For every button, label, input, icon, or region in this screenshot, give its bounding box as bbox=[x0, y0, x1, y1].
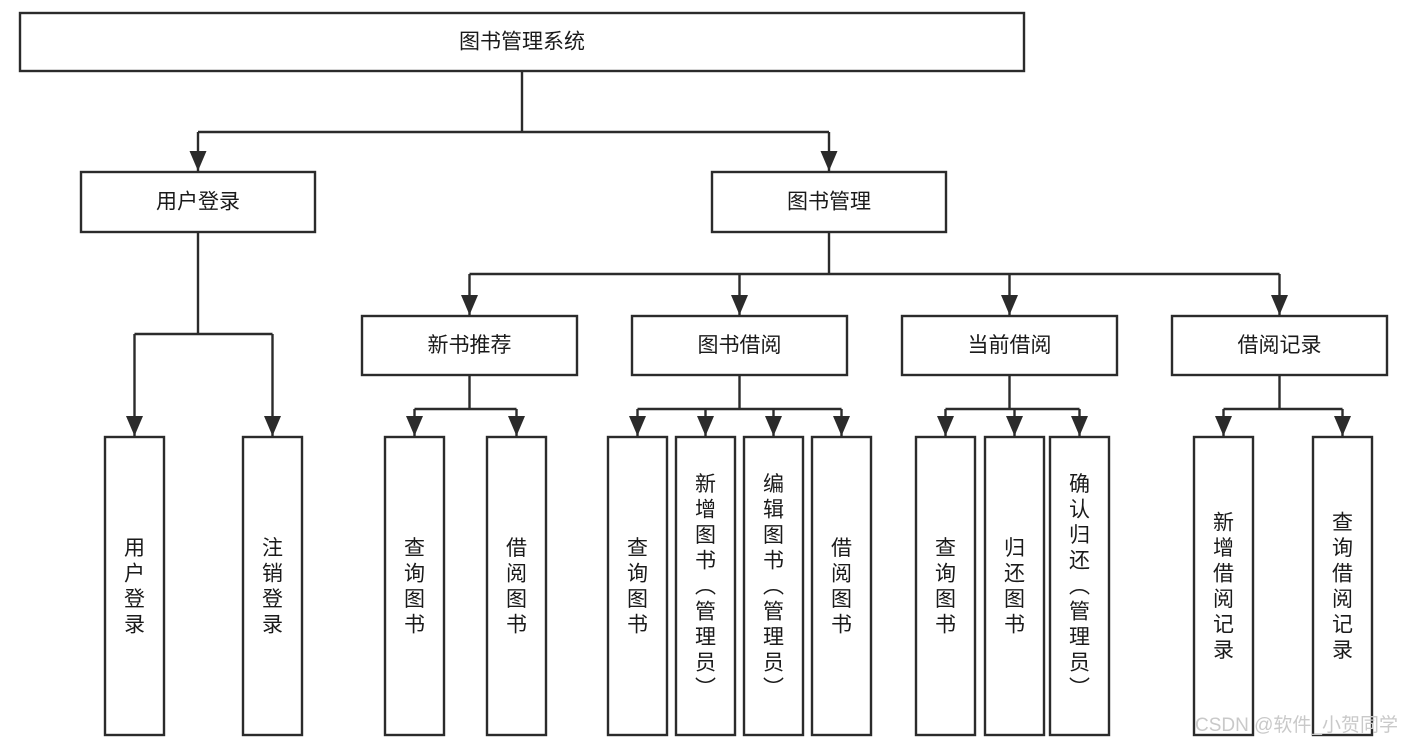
arrow-head-icon bbox=[1071, 416, 1088, 436]
node-rect[interactable] bbox=[1048, 435, 1111, 737]
node-label: 查询图书 bbox=[627, 537, 648, 637]
node-rect[interactable] bbox=[360, 314, 579, 377]
arrow-head-icon bbox=[1006, 416, 1023, 436]
arrow-head-icon bbox=[1001, 295, 1018, 315]
node-root-system[interactable]: 图书管理系统 bbox=[18, 11, 1026, 73]
watermark-label: CSDN @软件_小贺同学 bbox=[1195, 714, 1398, 736]
node-rect[interactable] bbox=[742, 435, 805, 737]
node-leaf-leaf-user-login[interactable]: 用户登录 bbox=[103, 435, 166, 737]
node-leaf-leaf-borrow-book[interactable]: 借阅图书 bbox=[810, 435, 873, 737]
node-level2-book-manage[interactable]: 图书管理 bbox=[710, 170, 948, 234]
node-rect[interactable] bbox=[1192, 435, 1255, 737]
arrow-head-icon bbox=[126, 416, 143, 436]
node-leaf-leaf-edit-book-admin[interactable]: 编辑图书︵管理员︶ bbox=[742, 435, 805, 737]
node-leaf-leaf-query-book-borrow[interactable]: 查询图书 bbox=[606, 435, 669, 737]
node-leaf-leaf-return-book[interactable]: 归还图书 bbox=[983, 435, 1046, 737]
node-rect[interactable] bbox=[18, 11, 1026, 73]
node-rect[interactable] bbox=[241, 435, 304, 737]
node-rect[interactable] bbox=[79, 170, 317, 234]
node-label: 当前借阅 bbox=[968, 334, 1052, 357]
node-label: 查询图书 bbox=[935, 537, 956, 637]
node-rect[interactable] bbox=[103, 435, 166, 737]
node-label: 查询图书 bbox=[404, 537, 425, 637]
node-rect[interactable] bbox=[383, 435, 446, 737]
arrow-head-icon bbox=[508, 416, 525, 436]
node-label: 借阅图书 bbox=[506, 537, 527, 637]
arrow-head-icon bbox=[1215, 416, 1232, 436]
node-label: 借阅图书 bbox=[831, 537, 852, 637]
node-leaf-leaf-logout-login[interactable]: 注销登录 bbox=[241, 435, 304, 737]
arrow-head-icon bbox=[629, 416, 646, 436]
arrow-head-icon bbox=[406, 416, 423, 436]
edge-group bbox=[126, 71, 1351, 436]
node-label: 编辑图书︵管理员︶ bbox=[763, 473, 784, 700]
node-leaf-leaf-query-book-rec[interactable]: 查询图书 bbox=[383, 435, 446, 737]
node-rect[interactable] bbox=[900, 314, 1119, 377]
node-label: 归还图书 bbox=[1004, 537, 1025, 637]
node-rect[interactable] bbox=[1170, 314, 1389, 377]
node-leaf-leaf-add-book-admin[interactable]: 新增图书︵管理员︶ bbox=[674, 435, 737, 737]
node-label: 查询借阅记录 bbox=[1332, 511, 1353, 662]
arrow-head-icon bbox=[937, 416, 954, 436]
node-rect[interactable] bbox=[630, 314, 849, 377]
node-rect[interactable] bbox=[810, 435, 873, 737]
node-leaf-leaf-query-book-cur[interactable]: 查询图书 bbox=[914, 435, 977, 737]
node-group: 图书管理系统用户登录图书管理新书推荐图书借阅当前借阅借阅记录用户登录注销登录查询… bbox=[18, 11, 1389, 737]
node-leaf-leaf-confirm-return-admin[interactable]: 确认归还︵管理员︶ bbox=[1048, 435, 1111, 737]
node-label: 确认归还︵管理员︶ bbox=[1069, 473, 1090, 700]
node-level3-new-book-recommend[interactable]: 新书推荐 bbox=[360, 314, 579, 377]
node-leaf-leaf-query-borrow-record[interactable]: 查询借阅记录 bbox=[1311, 435, 1374, 737]
node-level3-borrow-record[interactable]: 借阅记录 bbox=[1170, 314, 1389, 377]
node-rect[interactable] bbox=[914, 435, 977, 737]
node-label: 借阅记录 bbox=[1238, 334, 1322, 357]
arrow-head-icon bbox=[264, 416, 281, 436]
node-label: 图书借阅 bbox=[698, 334, 782, 357]
node-label: 新书推荐 bbox=[428, 334, 512, 357]
arrow-head-icon bbox=[461, 295, 478, 315]
node-label: 新增借阅记录 bbox=[1213, 511, 1234, 662]
arrow-head-icon bbox=[697, 416, 714, 436]
arrow-head-icon bbox=[833, 416, 850, 436]
arrow-head-icon bbox=[189, 151, 207, 171]
arrow-head-icon bbox=[820, 151, 838, 171]
node-label: 注销登录 bbox=[262, 537, 283, 637]
node-rect[interactable] bbox=[983, 435, 1046, 737]
node-level2-user-login[interactable]: 用户登录 bbox=[79, 170, 317, 234]
node-label: 新增图书︵管理员︶ bbox=[695, 473, 716, 700]
node-level3-current-borrow[interactable]: 当前借阅 bbox=[900, 314, 1119, 377]
arrow-head-icon bbox=[765, 416, 782, 436]
arrow-head-icon bbox=[1334, 416, 1351, 436]
node-label: 用户登录 bbox=[156, 191, 240, 214]
node-rect[interactable] bbox=[674, 435, 737, 737]
node-label: 图书管理 bbox=[787, 191, 871, 214]
node-leaf-leaf-borrow-book-rec[interactable]: 借阅图书 bbox=[485, 435, 548, 737]
node-rect[interactable] bbox=[1311, 435, 1374, 737]
node-rect[interactable] bbox=[606, 435, 669, 737]
arrow-head-icon bbox=[1271, 295, 1288, 315]
arrow-head-icon bbox=[731, 295, 748, 315]
node-level3-book-borrow[interactable]: 图书借阅 bbox=[630, 314, 849, 377]
node-label: 用户登录 bbox=[124, 537, 145, 637]
node-leaf-leaf-add-borrow-record[interactable]: 新增借阅记录 bbox=[1192, 435, 1255, 737]
node-rect[interactable] bbox=[710, 170, 948, 234]
node-label: 图书管理系统 bbox=[459, 31, 585, 54]
node-rect[interactable] bbox=[485, 435, 548, 737]
